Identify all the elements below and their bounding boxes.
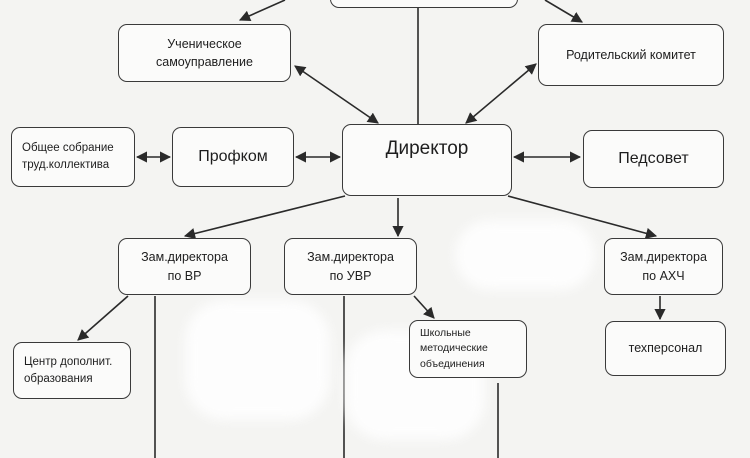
node-union: Профком xyxy=(172,127,294,187)
label-ped-council: Педсовет xyxy=(618,150,689,168)
line-deputy-vr-extra-edu xyxy=(77,295,129,341)
node-student-govt: Ученическое самоуправление xyxy=(118,24,291,82)
erased-area-right xyxy=(455,220,595,290)
node-director: Директор xyxy=(342,124,512,196)
label-deputy-uvr: Зам.директора по УВР xyxy=(307,250,394,283)
node-deputy-vr: Зам.директора по ВР xyxy=(118,238,251,295)
label-extra-education: Центр дополнит. образования xyxy=(24,355,113,385)
node-extra-education: Центр дополнит. образования xyxy=(13,342,131,399)
line-parent-committee-director xyxy=(465,63,537,124)
line-student-govt-director xyxy=(294,65,379,124)
node-deputy-ahch: Зам.директора по АХЧ xyxy=(604,238,723,295)
line-deputy-uvr-methodical xyxy=(413,295,435,319)
erased-area-left xyxy=(185,300,330,420)
label-student-govt: Ученическое самоуправление xyxy=(156,36,253,69)
label-general-meeting: Общее собрание труд.коллектива xyxy=(22,142,114,171)
node-tech-staff: техперсонал xyxy=(605,321,726,376)
node-ped-council: Педсовет xyxy=(583,130,724,188)
label-deputy-ahch: Зам.директора по АХЧ xyxy=(620,250,707,283)
label-parent-committee: Родительский комитет xyxy=(566,47,696,62)
top-node-cut-off xyxy=(330,0,518,8)
label-tech-staff: техперсонал xyxy=(628,341,703,356)
node-general-meeting: Общее собрание труд.коллектива xyxy=(11,127,135,187)
node-deputy-uvr: Зам.директора по УВР xyxy=(284,238,417,295)
label-deputy-vr: Зам.директора по ВР xyxy=(141,250,228,283)
node-methodical: Школьные методические объединения xyxy=(409,320,527,378)
line-top-to-parent-committee xyxy=(544,0,583,23)
label-director: Директор xyxy=(385,138,469,159)
line-director-deputy-ahch xyxy=(507,195,658,239)
line-top-to-student-govt xyxy=(238,0,286,22)
node-parent-committee: Родительский комитет xyxy=(538,24,724,86)
line-director-deputy-vr xyxy=(183,195,346,239)
label-union: Профком xyxy=(198,148,268,166)
label-methodical: Школьные методические объединения xyxy=(420,327,488,370)
